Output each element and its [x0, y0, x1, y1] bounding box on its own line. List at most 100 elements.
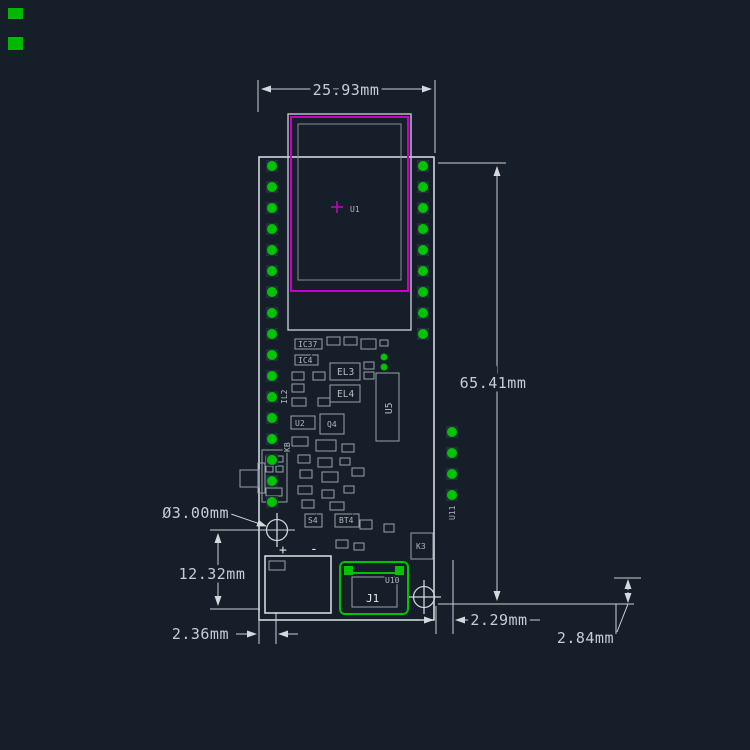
ref-s4: S4: [308, 516, 318, 525]
ref-el3: EL3: [337, 367, 354, 378]
board-outline: [239, 156, 435, 621]
dim-bottom-right: 2.29mm: [420, 608, 540, 633]
pin-pad: [267, 224, 277, 234]
layer-indicators: [8, 8, 23, 50]
ref-u2: U2: [295, 419, 305, 428]
ref-il2: IL2: [280, 389, 289, 404]
labeled-components: IC37 IC4 EL3 EL4 U5 U2 Q4 K3 S4 BT4 IL2 …: [279, 338, 458, 560]
pin-pad: [447, 469, 457, 479]
pin-pad: [447, 448, 457, 458]
component-outline: [317, 397, 331, 407]
ref-q4: Q4: [327, 420, 337, 429]
ref-u5: U5: [384, 403, 395, 414]
battery-plus-mark: +: [279, 543, 287, 558]
component-outline: [291, 436, 309, 447]
pin-pad: [418, 203, 428, 213]
dim-left-vertical: 12.32mm: [175, 533, 248, 606]
usb-connector: U10 J1: [339, 561, 409, 615]
origin-cross-icon: [331, 201, 343, 213]
ref-kb: KB: [283, 442, 292, 452]
component-outline: [291, 397, 307, 407]
ref-ic37: IC37: [298, 340, 317, 349]
display-module: U1: [287, 113, 412, 331]
component-outline: [359, 519, 373, 530]
pin-pad: [267, 497, 277, 507]
component-outline: [343, 485, 355, 494]
dim-top-width-label: 25.93mm: [313, 81, 380, 99]
component-outline: [363, 361, 375, 370]
mounting-holes: [265, 513, 441, 614]
pin-pad: [267, 266, 277, 276]
ref-k3: K3: [416, 542, 426, 551]
pin-pad: [267, 245, 277, 255]
dim-bottom-left: 2.36mm: [168, 622, 298, 647]
component-outline: [291, 383, 305, 393]
dim-right-height-label: 65.41mm: [460, 374, 527, 392]
pin-pad: [267, 434, 277, 444]
component-outline: [297, 485, 313, 495]
pin-pad: [418, 287, 428, 297]
pin-pad: [267, 413, 277, 423]
display-active-area-outline: [290, 116, 409, 292]
component-outline: [321, 471, 339, 483]
component-outline: [339, 457, 351, 466]
component-outline: [383, 523, 395, 533]
dim-top-width: 25.93mm: [261, 78, 432, 103]
pads-and-small-components: [266, 160, 458, 551]
ref-u11: U11: [448, 505, 457, 520]
pin-pad: [267, 371, 277, 381]
pin-pad: [418, 308, 428, 318]
layer-swatch-2: [8, 37, 23, 50]
component-outline: [353, 542, 365, 551]
pin-pad: [267, 476, 277, 486]
component-outline: [351, 467, 365, 477]
component-outline: [297, 454, 311, 464]
component-outline: [335, 539, 349, 549]
dim-far-right-label: 2.84mm: [557, 629, 614, 647]
ref-el4: EL4: [337, 389, 354, 400]
pin-pad: [418, 182, 428, 192]
component-outline: [329, 501, 345, 511]
extension-lines: [210, 80, 641, 644]
ref-j1: J1: [366, 592, 379, 605]
pin-pad: [418, 266, 428, 276]
ref-ic4: IC4: [298, 356, 313, 365]
pin-pad: [267, 287, 277, 297]
ref-bt4: BT4: [339, 516, 354, 525]
pin-pad: [267, 350, 277, 360]
pin-pad: [267, 392, 277, 402]
dimensions: 25.93mm 65.41mm Ø3.00mm 12.32mm 2.36mm: [159, 78, 641, 651]
component-outline: [317, 457, 333, 468]
dim-bottom-left-label: 2.36mm: [172, 625, 229, 643]
pin-pad: [267, 182, 277, 192]
pin-pad: [418, 224, 428, 234]
dim-far-right: 2.84mm: [553, 579, 632, 651]
component-outline: [326, 336, 341, 346]
side-button-outline: [239, 469, 260, 488]
pin-pad: [418, 161, 428, 171]
pin-pad: [447, 490, 457, 500]
via: [380, 363, 388, 371]
component-outline: [341, 443, 355, 453]
pin-pad: [267, 161, 277, 171]
ref-u10: U10: [385, 576, 400, 585]
component-outline: [343, 336, 358, 346]
component-outline: [312, 371, 326, 381]
pin-pad: [267, 455, 277, 465]
battery-minus-mark: -: [310, 542, 318, 557]
component-outline: [379, 339, 389, 347]
dim-hole-diameter-label: Ø3.00mm: [162, 504, 229, 522]
pin-pad: [267, 203, 277, 213]
pin-pad: [447, 427, 457, 437]
component-outline: [299, 469, 313, 479]
ref-u1: U1: [350, 205, 360, 214]
pin-pad: [418, 245, 428, 255]
component-outline: [360, 338, 377, 350]
component-outline: [291, 371, 305, 381]
component-outline: [321, 489, 335, 499]
component-outline: [363, 371, 375, 380]
dim-hole-diameter: Ø3.00mm: [159, 501, 267, 527]
pin-pad: [267, 308, 277, 318]
